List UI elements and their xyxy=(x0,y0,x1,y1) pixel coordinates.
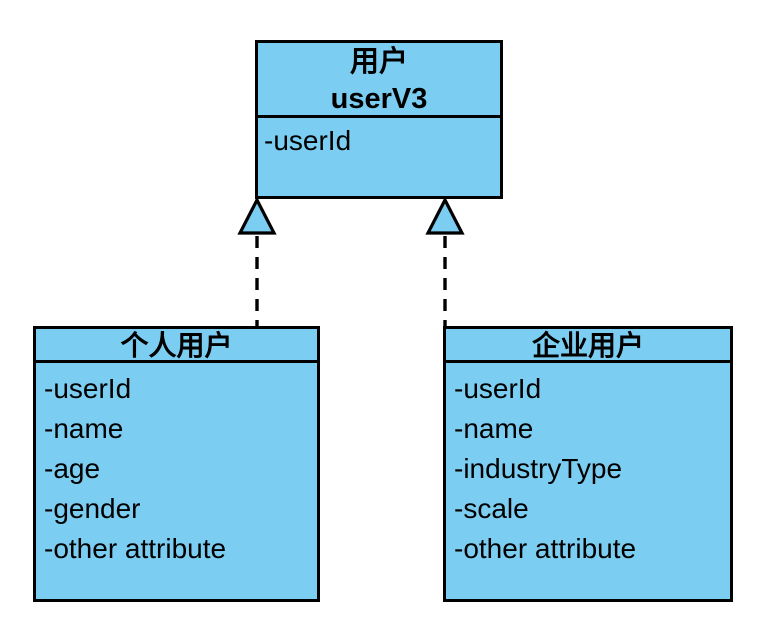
attribute-item: -gender xyxy=(44,493,141,524)
realization-triangle-icon-left xyxy=(237,196,277,235)
class-title: 个人用户 xyxy=(120,330,233,361)
class-attributes-compartment: -userId xyxy=(258,118,500,160)
attribute-item: -age xyxy=(44,453,101,484)
class-attributes-compartment: -userId -name -age -gender -other attrib… xyxy=(36,363,317,569)
class-box-user: 用户 userV3 -userId xyxy=(255,40,503,199)
class-attributes-compartment: -userId -name -industryType -scale -othe… xyxy=(446,363,730,569)
attribute-item: -other attribute xyxy=(454,533,637,564)
class-title-compartment: 个人用户 xyxy=(36,329,317,363)
attribute-item: -other attribute xyxy=(44,533,227,564)
attribute-item: -userId xyxy=(44,373,132,404)
realization-triangle-icon-right xyxy=(425,196,465,235)
attribute-item: -name xyxy=(454,413,534,444)
attribute-item: -userId xyxy=(454,373,542,404)
class-title-compartment: 用户 userV3 xyxy=(258,43,500,118)
class-title-compartment: 企业用户 xyxy=(446,329,730,363)
class-box-personal-user: 个人用户 -userId -name -age -gender -other a… xyxy=(33,326,320,602)
class-title: 用户 xyxy=(349,46,408,78)
attribute-item: -scale xyxy=(454,493,529,524)
attribute-item: -name xyxy=(44,413,124,444)
class-subtitle: userV3 xyxy=(330,83,428,115)
class-title: 企业用户 xyxy=(531,330,644,361)
attribute-item: -userId xyxy=(264,125,352,156)
attribute-item: -industryType xyxy=(454,453,623,484)
class-box-enterprise-user: 企业用户 -userId -name -industryType -scale … xyxy=(443,326,733,602)
